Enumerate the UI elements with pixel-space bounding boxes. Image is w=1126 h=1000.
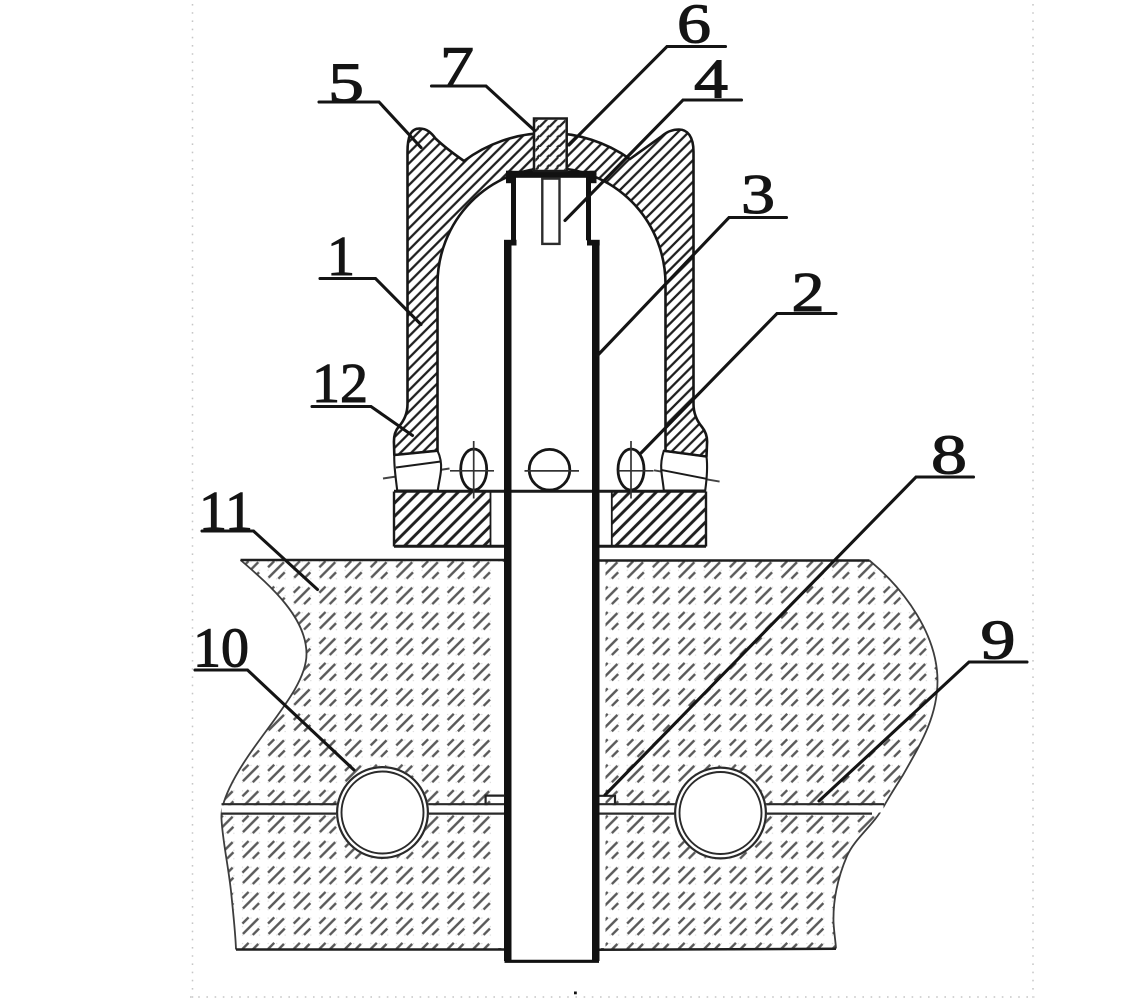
- svg-text:12: 12: [312, 353, 368, 415]
- svg-text:5: 5: [328, 53, 364, 115]
- svg-text:8: 8: [931, 425, 967, 487]
- svg-text:7: 7: [440, 36, 474, 98]
- svg-text:10: 10: [193, 618, 249, 680]
- svg-text:1: 1: [327, 226, 355, 288]
- svg-text:3: 3: [741, 164, 775, 226]
- svg-text:11: 11: [199, 481, 253, 543]
- svg-text:9: 9: [981, 610, 1016, 672]
- svg-text:6: 6: [677, 0, 711, 56]
- svg-text:4: 4: [694, 49, 728, 111]
- svg-text:2: 2: [792, 262, 825, 324]
